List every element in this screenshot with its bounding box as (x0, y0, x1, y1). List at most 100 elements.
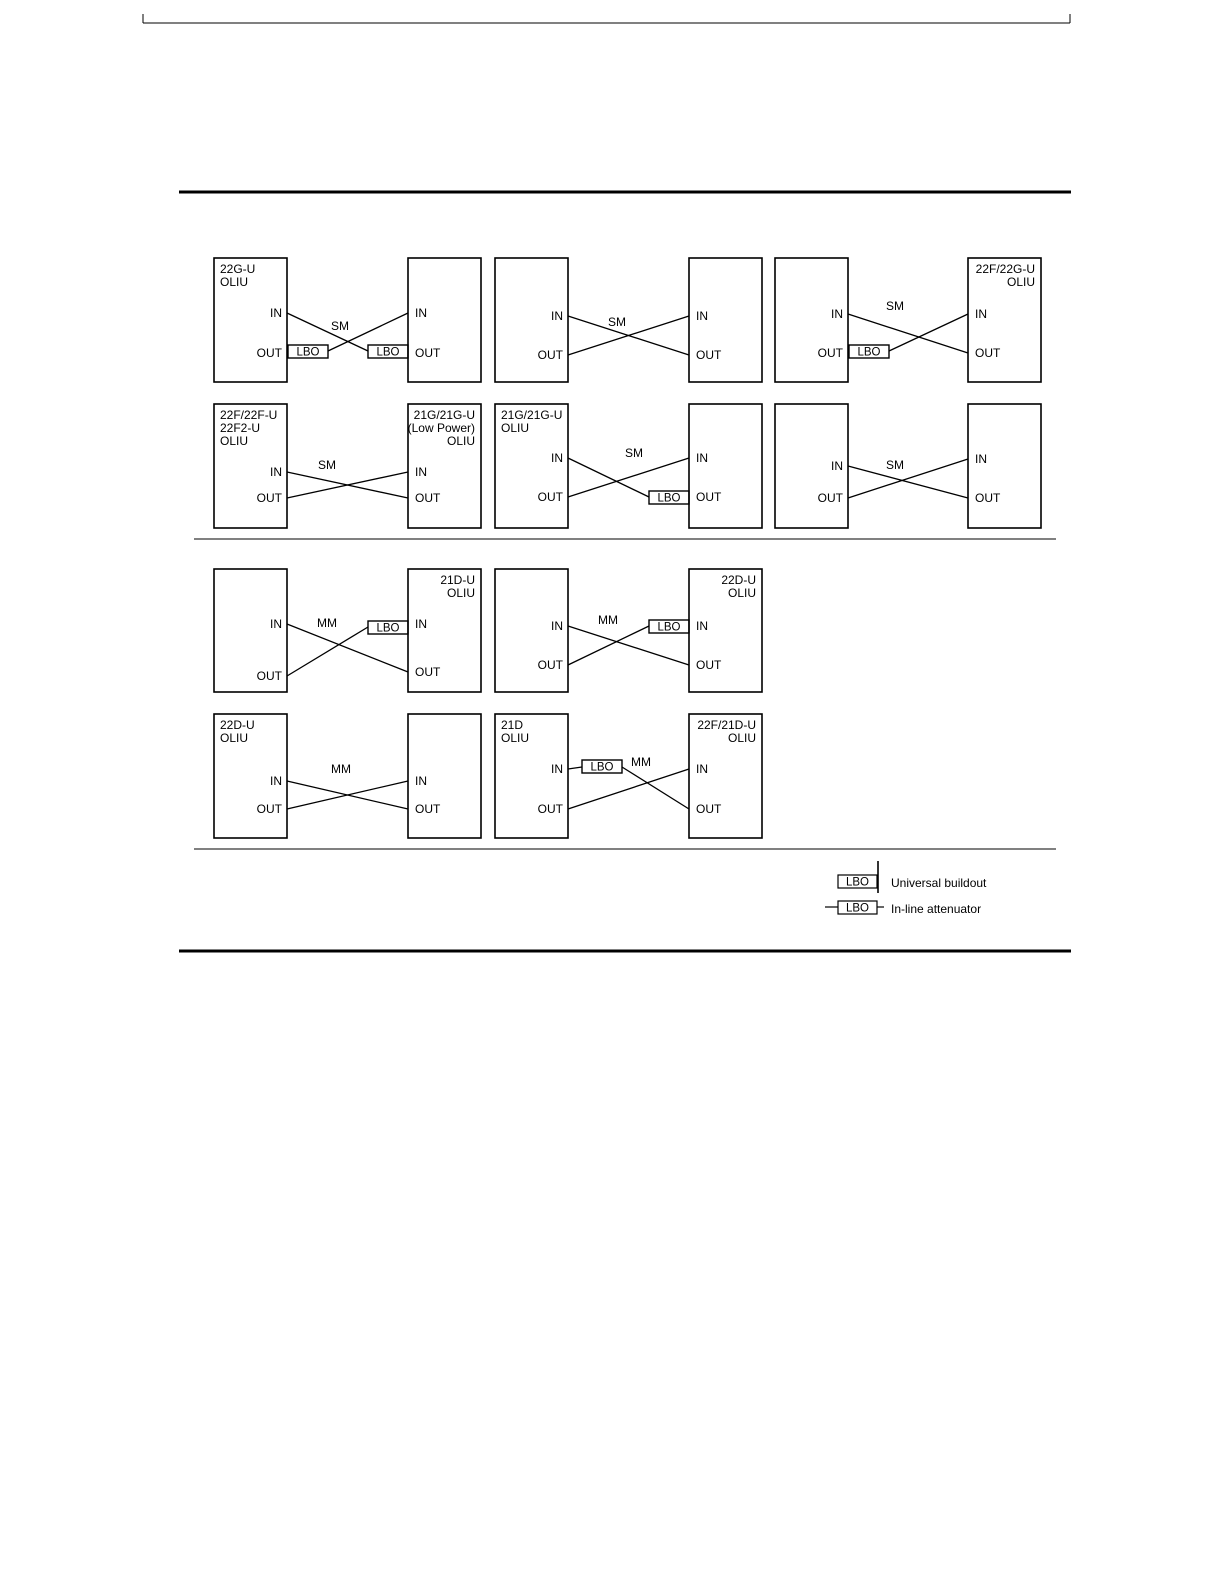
left-out-port: OUT (538, 658, 564, 672)
legend-lbo-tag: LBO (846, 903, 869, 915)
right-in-port: IN (415, 306, 427, 320)
legend-inline-label: In-line attenuator (891, 902, 981, 916)
lbo-label: LBO (376, 347, 399, 359)
lbo-label: LBO (657, 622, 680, 634)
right-oliu-box (967, 403, 1042, 529)
left-out-port: OUT (257, 346, 283, 360)
right-out-port: OUT (696, 802, 722, 816)
left-out-port: OUT (818, 346, 844, 360)
left-unit-name: 21D (501, 718, 523, 732)
left-lbo-attenuator (581, 759, 623, 774)
left-out-port: OUT (257, 669, 283, 683)
fiber-line-out-to-in (567, 768, 690, 810)
fiber-line-out-to-in (286, 626, 369, 677)
left-oliu-box (213, 257, 288, 383)
fiber-line-out-to-in (327, 312, 409, 352)
left-unit-name: OLIU (220, 434, 248, 448)
left-unit-name: 21G/21G-U (501, 408, 562, 422)
fiber-type-label: SM (608, 315, 626, 329)
left-in-port: IN (551, 762, 563, 776)
left-in-port: IN (551, 619, 563, 633)
fiber-type-label: MM (331, 762, 351, 776)
right-oliu-box (688, 403, 763, 529)
left-out-port: OUT (257, 491, 283, 505)
right-out-port: OUT (415, 491, 441, 505)
right-out-port: OUT (696, 658, 722, 672)
right-unit-name: 22D-U (721, 573, 756, 587)
left-out-port: OUT (538, 490, 564, 504)
fiber-type-label: SM (886, 299, 904, 313)
right-unit-name: 22F/22G-U (976, 262, 1035, 276)
fiber-line-out-to-in (286, 471, 409, 499)
left-out-port: OUT (538, 348, 564, 362)
right-out-port: OUT (415, 346, 441, 360)
legend-lbo-box (837, 874, 878, 889)
right-in-port: IN (696, 619, 708, 633)
lbo-lead (847, 350, 850, 354)
left-oliu-box (494, 403, 569, 529)
fiber-type-label: SM (625, 446, 643, 460)
right-in-port: IN (415, 617, 427, 631)
left-out-port: OUT (818, 491, 844, 505)
right-lbo-attenuator (648, 490, 690, 505)
left-unit-name: OLIU (501, 731, 529, 745)
left-oliu-box (494, 568, 569, 693)
left-in-port: IN (831, 459, 843, 473)
left-in-port: IN (270, 465, 282, 479)
fiber-line-in-to-out (847, 465, 969, 499)
right-oliu-box (967, 257, 1042, 383)
fiber-line-in-to-out (286, 623, 409, 673)
lbo-label: LBO (590, 762, 613, 774)
fiber-type-label: SM (886, 458, 904, 472)
right-unit-name: OLIU (1007, 275, 1035, 289)
fiber-line-out-to-in (888, 313, 969, 352)
left-oliu-box (494, 257, 569, 383)
left-unit-name: 22F/22F-U (220, 408, 277, 422)
right-in-port: IN (696, 309, 708, 323)
right-in-port: IN (696, 762, 708, 776)
fiber-line-out-to-in (567, 625, 650, 666)
fiber-type-label: SM (331, 319, 349, 333)
legend-lbo-tag: LBO (846, 877, 869, 889)
fiber-line-out-to-in (567, 315, 690, 356)
lbo-lead (286, 350, 289, 354)
left-oliu-box (213, 403, 288, 529)
right-out-port: OUT (696, 348, 722, 362)
left-oliu-box (213, 568, 288, 693)
left-unit-name: OLIU (220, 731, 248, 745)
lbo-lead (567, 766, 583, 770)
left-unit-name: 22F2-U (220, 421, 260, 435)
fiber-line-out-to-in (286, 780, 409, 810)
left-in-port: IN (270, 774, 282, 788)
fiber-type-label: MM (631, 755, 651, 769)
right-unit-name: OLIU (447, 586, 475, 600)
right-out-port: OUT (975, 491, 1001, 505)
lbo-label: LBO (857, 347, 880, 359)
fiber-type-label: MM (598, 613, 618, 627)
right-oliu-box (407, 713, 482, 839)
left-in-port: IN (551, 451, 563, 465)
lbo-label: LBO (376, 623, 399, 635)
legend-inline-attenuator: LBO In-line attenuator (825, 900, 981, 916)
right-oliu-box (688, 257, 763, 383)
right-in-port: IN (415, 465, 427, 479)
fiber-line-out-to-in (567, 457, 690, 498)
lbo-label: LBO (657, 493, 680, 505)
fiber-line-out-to-in (847, 458, 969, 499)
right-oliu-box (407, 403, 482, 529)
left-unit-name: OLIU (220, 275, 248, 289)
right-in-port: IN (975, 452, 987, 466)
